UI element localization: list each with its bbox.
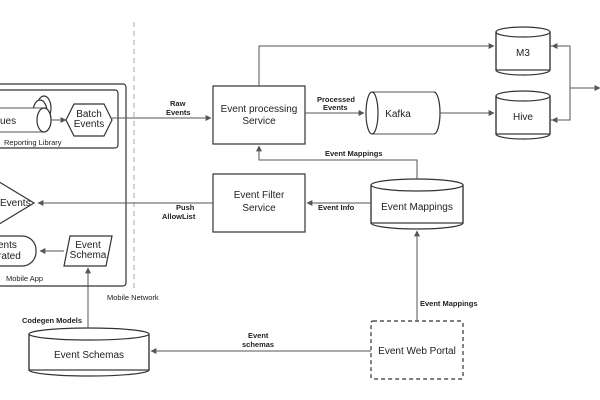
svg-text:Processed: Processed bbox=[317, 95, 355, 104]
processing-to-m3-edge bbox=[258, 43, 495, 86]
svg-text:Event Web Portal: Event Web Portal bbox=[378, 346, 456, 357]
svg-text:Schema: Schema bbox=[70, 250, 107, 261]
svg-text:Events: Events bbox=[0, 198, 31, 209]
batch-events-node: Batch Events bbox=[65, 103, 113, 137]
svg-text:Event Info: Event Info bbox=[318, 203, 355, 212]
svg-text:Push: Push bbox=[176, 203, 195, 212]
queues-label: ues bbox=[0, 116, 16, 127]
svg-text:M3: M3 bbox=[516, 48, 530, 59]
event-schema-node: Event Schema bbox=[63, 235, 113, 267]
svg-text:schemas: schemas bbox=[242, 340, 274, 349]
svg-text:rated: rated bbox=[0, 251, 21, 262]
svg-text:Raw: Raw bbox=[170, 99, 186, 108]
mobile-app-label: Mobile App bbox=[6, 274, 43, 283]
mappings-to-processing-edge bbox=[256, 145, 418, 179]
svg-text:Event processing: Event processing bbox=[221, 104, 298, 115]
svg-text:AllowList: AllowList bbox=[162, 212, 196, 221]
svg-text:Codegen Models: Codegen Models bbox=[22, 316, 82, 325]
svg-text:ents: ents bbox=[0, 240, 17, 251]
right-side-connector bbox=[550, 45, 600, 121]
event-web-portal-node: Event Web Portal bbox=[370, 320, 464, 380]
svg-text:Events: Events bbox=[74, 119, 105, 130]
event-processing-service-node: Event processing Service bbox=[212, 85, 306, 145]
svg-text:Service: Service bbox=[242, 116, 276, 127]
svg-text:Event Mappings: Event Mappings bbox=[381, 202, 453, 213]
event-filter-service-node: Event Filter Service bbox=[212, 173, 306, 233]
events-generated-node: ents rated bbox=[0, 235, 37, 267]
hive-node: Hive bbox=[495, 90, 551, 140]
svg-text:Event: Event bbox=[248, 331, 269, 340]
svg-text:Events: Events bbox=[323, 103, 348, 112]
mobile-network-label: Mobile Network bbox=[107, 293, 159, 302]
svg-text:Hive: Hive bbox=[513, 112, 533, 123]
svg-text:Batch: Batch bbox=[76, 109, 102, 120]
svg-text:Event: Event bbox=[75, 240, 101, 251]
svg-text:Service: Service bbox=[242, 203, 276, 214]
events-diamond-node: Events bbox=[0, 181, 36, 225]
m3-node: M3 bbox=[495, 26, 551, 76]
svg-text:Event Schemas: Event Schemas bbox=[54, 350, 124, 361]
event-mappings-node: Event Mappings bbox=[370, 178, 464, 230]
event-schemas-node: Event Schemas bbox=[28, 327, 150, 377]
svg-text:Kafka: Kafka bbox=[385, 109, 411, 120]
svg-text:Events: Events bbox=[166, 108, 191, 117]
svg-text:Event Mappings: Event Mappings bbox=[420, 299, 478, 308]
svg-text:Event Mappings: Event Mappings bbox=[325, 149, 383, 158]
queues-node: ues bbox=[0, 95, 52, 133]
kafka-node: Kafka bbox=[365, 91, 441, 135]
reporting-library-label: Reporting Library bbox=[4, 138, 62, 147]
svg-text:Event Filter: Event Filter bbox=[234, 190, 285, 201]
